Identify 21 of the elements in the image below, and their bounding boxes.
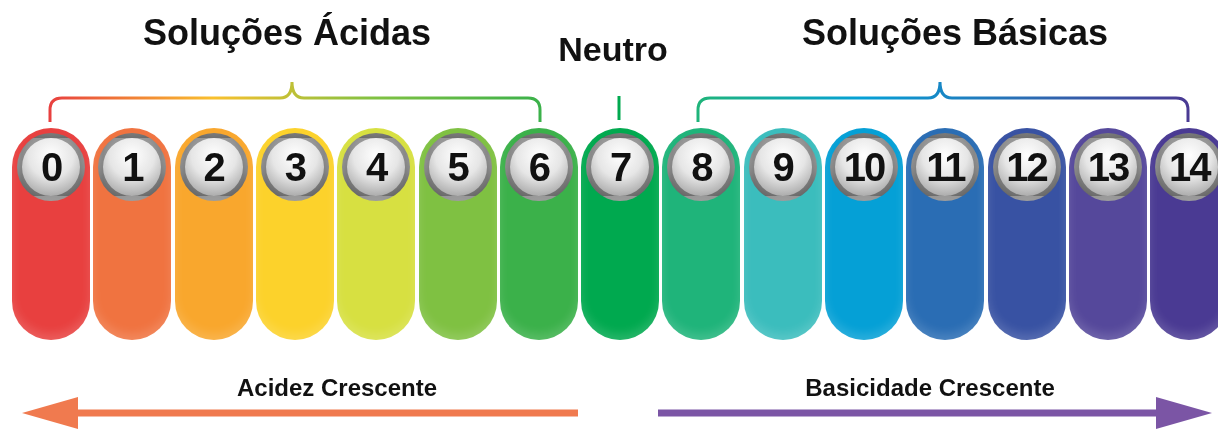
- arrow-caption: Acidez Crescente: [236, 374, 438, 402]
- ph-value: 10: [830, 133, 898, 201]
- ph-value: 9: [748, 133, 817, 201]
- ph-value: 12: [992, 133, 1061, 201]
- ph-value: 4: [342, 133, 411, 201]
- group-heading: Neutro: [558, 30, 668, 69]
- ph-value: 8: [667, 133, 736, 201]
- ph-value: 5: [423, 133, 492, 201]
- group-heading: Soluções Ácidas: [142, 12, 432, 54]
- ph-value: 14: [1155, 133, 1218, 201]
- ph-value: 0: [17, 133, 85, 201]
- ph-value: 2: [179, 133, 248, 201]
- ph-value: 3: [260, 133, 329, 201]
- ph-value: 1: [98, 133, 167, 201]
- ph-tube: [1150, 128, 1218, 340]
- group-heading: Soluções Básicas: [801, 12, 1109, 54]
- ph-value: 7: [586, 133, 655, 201]
- ph-value: 11: [911, 133, 980, 201]
- arrow-caption: Basicidade Crescente: [805, 374, 1055, 402]
- ph-value: 13: [1073, 133, 1142, 201]
- ph-value: 6: [504, 133, 573, 201]
